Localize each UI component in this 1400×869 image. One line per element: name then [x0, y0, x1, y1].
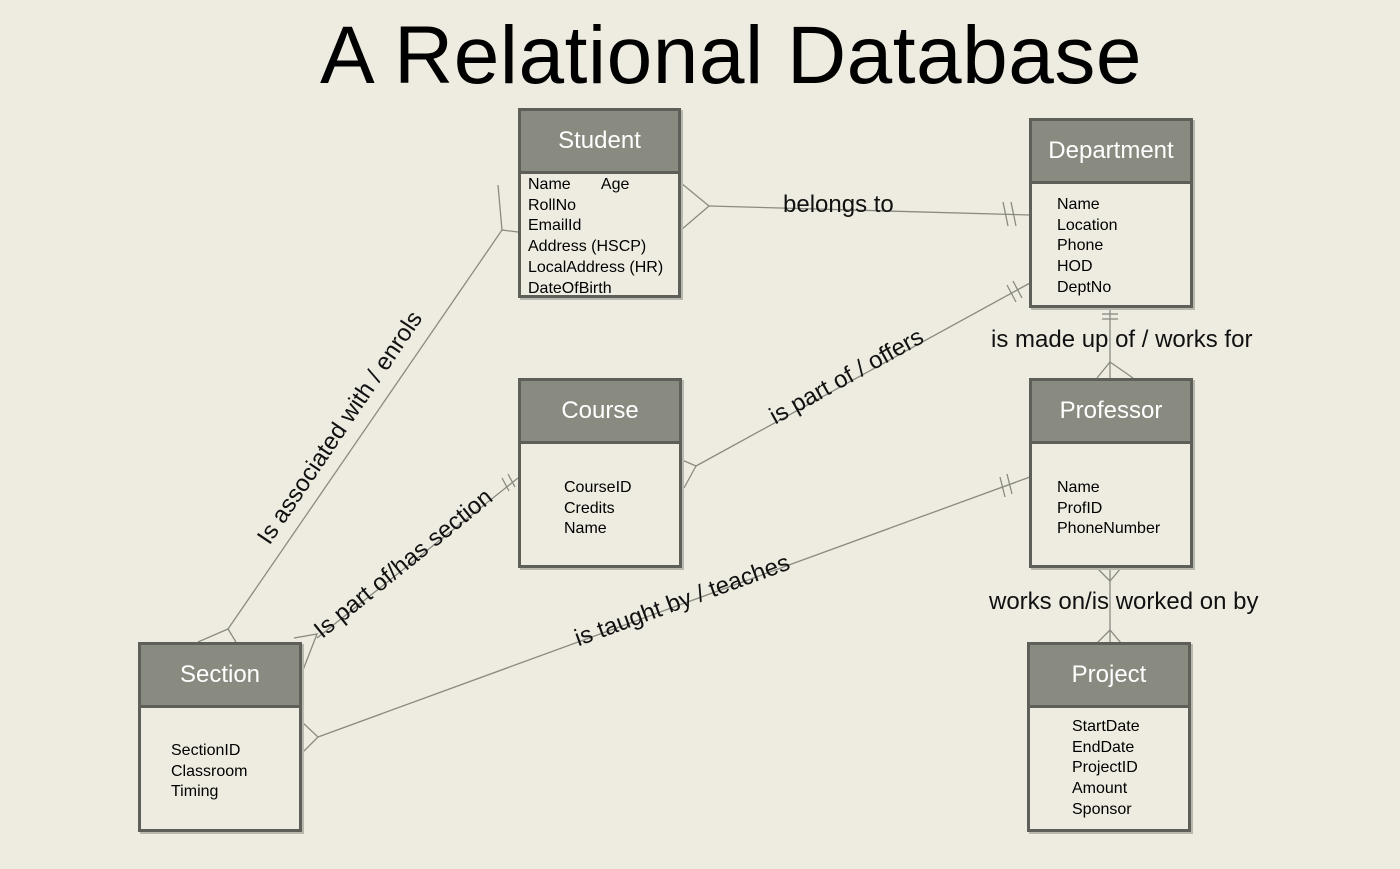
crowfoot-section-bottom	[301, 721, 319, 753]
entity-project-title: Project	[1030, 645, 1188, 708]
attribute: Name	[1057, 479, 1100, 496]
crowfoot-professor-top	[1096, 361, 1134, 379]
attribute: DateOfBirth	[528, 279, 612, 297]
line-belongs-to	[708, 205, 1031, 216]
entity-student: Student Name Age RollNo EmailId Address …	[518, 108, 681, 298]
page-title: A Relational Database	[320, 10, 1142, 101]
crowfoot-section-top	[197, 628, 237, 643]
line-associated	[227, 229, 503, 630]
bar-dept-offers-2	[1012, 280, 1023, 299]
line-part-of-offers	[695, 282, 1031, 467]
entity-course-attributes: CourseID Credits Name	[521, 444, 679, 540]
crowfoot-student-left	[497, 184, 519, 233]
attribute: Phone	[1057, 237, 1104, 255]
attribute: EndDate	[1072, 738, 1135, 756]
attribute: Classroom	[171, 762, 248, 780]
bar-dept-2	[1010, 201, 1017, 227]
entity-course-title: Course	[521, 381, 679, 444]
attribute: LocalAddress (HR)	[528, 258, 664, 276]
entity-professor: Professor Name ProfID PhoneNumber	[1029, 378, 1193, 568]
bar-dept-offers-1	[1006, 284, 1017, 303]
attribute: PhoneNumber	[1057, 520, 1161, 538]
entity-student-title: Student	[521, 111, 678, 174]
bar-course-2	[507, 473, 516, 488]
attribute: ProjectID	[1072, 759, 1138, 777]
bar-prof-2	[1006, 473, 1013, 495]
attribute: RollNo	[528, 196, 577, 214]
crowfoot-student-dept	[680, 182, 711, 231]
attribute: DeptNo	[1057, 278, 1112, 296]
attribute: Timing	[171, 783, 219, 801]
crowfoot-project-top	[1096, 629, 1122, 644]
bar-dept-1	[1002, 201, 1009, 227]
bar-prof-1	[999, 476, 1006, 498]
attribute: Location	[1057, 216, 1118, 234]
attribute: StartDate	[1072, 718, 1140, 735]
entity-student-attributes: Name Age RollNo EmailId Address (HSCP) L…	[521, 174, 678, 299]
attribute: Address (HSCP)	[528, 238, 647, 256]
line-part-of-section	[316, 477, 519, 639]
entity-project-attributes: StartDate EndDate ProjectID Amount Spons…	[1030, 708, 1188, 821]
attribute: CourseID	[564, 479, 632, 496]
attribute: HOD	[1057, 258, 1093, 276]
entity-professor-title: Professor	[1032, 381, 1190, 444]
entity-department-title: Department	[1032, 121, 1190, 184]
line-taught-by	[317, 476, 1031, 738]
attribute: EmailId	[528, 217, 582, 235]
attribute: ProfID	[1057, 499, 1103, 517]
entity-section: Section SectionID Classroom Timing	[138, 642, 302, 832]
bar-course-1	[501, 477, 510, 492]
attribute: Name Age	[528, 176, 630, 193]
entity-department-attributes: Name Location Phone HOD DeptNo	[1032, 184, 1190, 299]
relationship-label-belongs-to: belongs to	[783, 191, 894, 218]
attribute: Name	[1057, 196, 1100, 213]
crowfoot-course	[681, 459, 697, 489]
entity-professor-attributes: Name ProfID PhoneNumber	[1032, 444, 1190, 540]
entity-department: Department Name Location Phone HOD DeptN…	[1029, 118, 1193, 308]
entity-section-attributes: SectionID Classroom Timing	[141, 708, 299, 803]
attribute: Credits	[564, 499, 615, 517]
crowfoot-prof-bottom	[1096, 567, 1122, 582]
relationship-label-made-up-of: is made up of / works for	[991, 326, 1253, 353]
relationship-label-works-on: works on/is worked on by	[989, 588, 1259, 615]
crowfoot-section-right	[293, 633, 319, 671]
entity-section-title: Section	[141, 645, 299, 708]
attribute: Name	[564, 520, 607, 538]
entity-course: Course CourseID Credits Name	[518, 378, 682, 568]
attribute: Sponsor	[1072, 800, 1132, 818]
attribute: SectionID	[171, 742, 241, 759]
attribute: Amount	[1072, 780, 1128, 798]
entity-project: Project StartDate EndDate ProjectID Amou…	[1027, 642, 1191, 832]
